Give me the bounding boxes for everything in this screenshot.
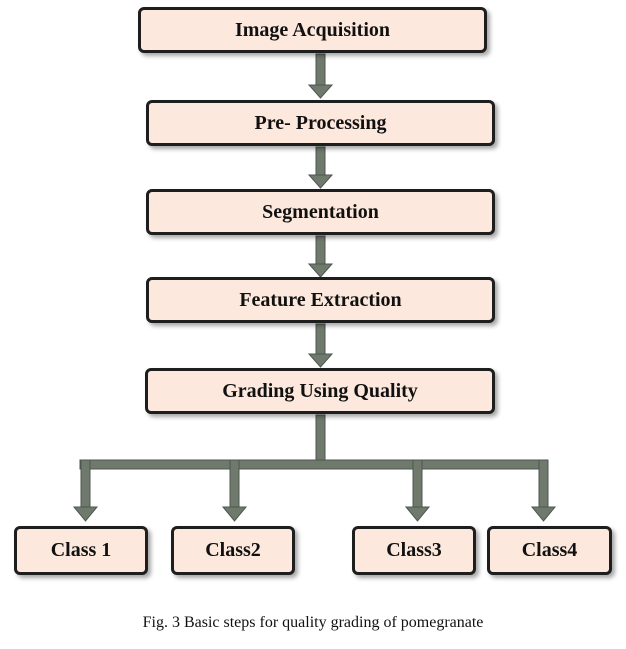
step-label: Pre- Processing xyxy=(254,111,387,134)
class-1-box: Class 1 xyxy=(14,526,148,575)
step-label: Segmentation xyxy=(262,200,379,223)
arrow-grading-to-class-1 xyxy=(72,459,99,522)
step-label: Feature Extraction xyxy=(239,288,402,311)
class-3-box: Class3 xyxy=(352,526,476,575)
arrow-acquisition-to-preprocessing xyxy=(307,53,334,99)
class-2-box: Class2 xyxy=(171,526,295,575)
step-image-acquisition: Image Acquisition xyxy=(138,7,487,53)
arrow-grading-to-class-2 xyxy=(221,459,248,522)
branch-trunk xyxy=(315,414,326,463)
arrow-preprocessing-to-segmentation xyxy=(307,146,334,189)
step-grading: Grading Using Quality xyxy=(145,368,495,414)
step-label: Grading Using Quality xyxy=(222,379,418,402)
figure-caption: Fig. 3 Basic steps for quality grading o… xyxy=(142,614,484,631)
arrow-segmentation-to-feature-extraction xyxy=(307,235,334,278)
class-label: Class3 xyxy=(386,539,442,561)
class-label: Class 1 xyxy=(50,539,112,561)
class-4-box: Class4 xyxy=(487,526,612,575)
arrow-grading-to-class-4 xyxy=(530,459,557,522)
class-label: Class2 xyxy=(205,539,261,561)
branch-bar xyxy=(79,459,549,470)
step-feature-extraction: Feature Extraction xyxy=(146,277,495,323)
step-segmentation: Segmentation xyxy=(146,189,495,235)
arrow-feature-extraction-to-grading xyxy=(307,323,334,368)
step-pre-processing: Pre- Processing xyxy=(146,100,495,146)
class-label: Class4 xyxy=(521,539,578,561)
step-label: Image Acquisition xyxy=(234,18,391,41)
arrow-grading-to-class-3 xyxy=(404,459,431,522)
